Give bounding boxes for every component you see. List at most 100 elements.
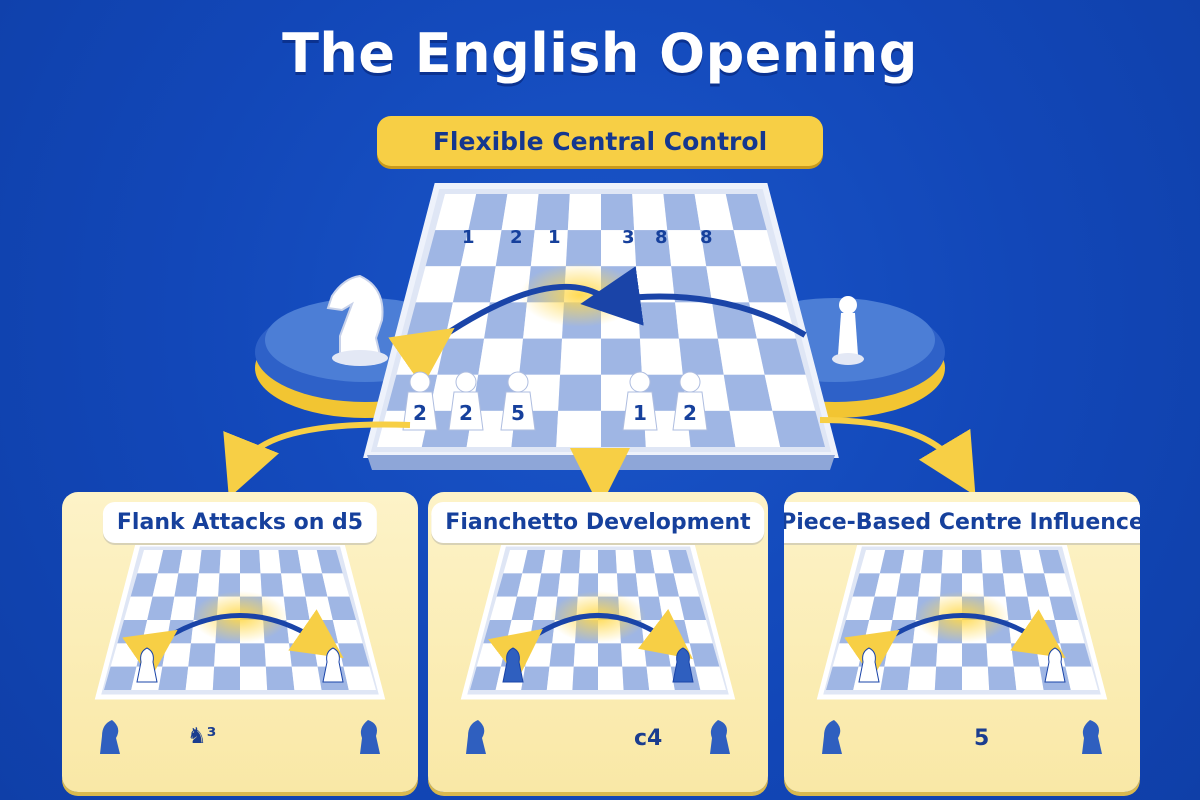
- board-square: [982, 573, 1006, 597]
- board-square: [987, 666, 1017, 690]
- board-square: [198, 550, 221, 574]
- board-square: [452, 266, 496, 303]
- board-square: [516, 573, 542, 597]
- connector-left: [223, 421, 411, 498]
- board-square: [717, 338, 765, 375]
- mini-piece: [672, 647, 694, 683]
- board-square: [962, 550, 983, 574]
- board-square: [218, 573, 240, 597]
- mini-arrow: [844, 609, 1066, 679]
- board-square: [525, 643, 553, 667]
- board-square: [634, 230, 672, 267]
- board-square: [484, 302, 527, 339]
- board-square: [620, 643, 647, 667]
- board-square: [668, 550, 693, 574]
- panel-label: Flank Attacks on d5: [102, 502, 378, 543]
- board-square: [572, 666, 598, 690]
- mini-arrow: [487, 608, 693, 680]
- rank-digit: 3: [622, 227, 635, 248]
- board-square: [725, 194, 767, 231]
- pawn-piece: 2: [672, 371, 708, 431]
- board-square: [639, 338, 683, 375]
- board-square: [635, 573, 659, 597]
- board-square: [338, 643, 370, 667]
- mini-board-1: [94, 541, 386, 754]
- board-square: [962, 643, 988, 667]
- board-square: [700, 230, 742, 267]
- board-square: [519, 338, 563, 375]
- board-square: [1060, 643, 1092, 667]
- board-square: [638, 302, 679, 339]
- panel-note-text: ♞³: [187, 724, 217, 749]
- page-title: The English Opening: [282, 22, 918, 85]
- board-square: [615, 550, 636, 574]
- board-square: [1011, 643, 1040, 667]
- board-square: [534, 194, 570, 231]
- board-square: [764, 374, 816, 411]
- board-square: [962, 573, 984, 597]
- board-square: [214, 643, 240, 667]
- board-square: [962, 666, 990, 690]
- board-square: [852, 573, 880, 597]
- rank-digit: 8: [655, 227, 668, 248]
- board-square: [934, 666, 962, 690]
- mini-piece: [136, 647, 158, 683]
- knight-icon: [360, 720, 380, 754]
- board-square: [503, 550, 528, 574]
- board-square: [694, 194, 734, 231]
- board-square: [495, 230, 535, 267]
- board-square: [1065, 666, 1098, 690]
- board-square: [896, 573, 921, 597]
- board-square: [546, 666, 574, 690]
- board-square: [706, 266, 750, 303]
- board-square: [549, 643, 576, 667]
- board-square: [178, 550, 202, 574]
- board-square: [907, 666, 937, 690]
- board-square: [260, 573, 284, 597]
- board-square: [667, 230, 707, 267]
- mini-arrow: [122, 609, 344, 679]
- board-square: [567, 194, 601, 231]
- board-square: [941, 550, 962, 574]
- rank-digit: 1: [548, 227, 561, 248]
- panel-label: Fianchetto Development: [431, 502, 765, 543]
- board-square: [874, 573, 901, 597]
- board-square: [278, 550, 302, 574]
- mini-board-2: [460, 541, 736, 754]
- board-square: [859, 550, 886, 574]
- board-square: [695, 666, 726, 690]
- pawn-digit: 1: [633, 401, 647, 425]
- board-square: [560, 550, 581, 574]
- board-square: [541, 550, 563, 574]
- board-square: [468, 194, 508, 231]
- board-square: [579, 550, 598, 574]
- pawn-piece: 5: [500, 371, 536, 431]
- pawn-piece: 1: [622, 371, 658, 431]
- board-square: [174, 573, 199, 597]
- board-square: [723, 374, 773, 411]
- board-square: [741, 266, 787, 303]
- mini-piece: [1044, 647, 1066, 683]
- board-square: [601, 194, 635, 231]
- board-square: [240, 550, 261, 574]
- mini-board-3: [816, 541, 1108, 754]
- board-square: [522, 550, 546, 574]
- knight-icon: [326, 274, 388, 366]
- board-square: [297, 550, 323, 574]
- board-square: [729, 410, 781, 447]
- subtitle-text: Flexible Central Control: [432, 126, 768, 156]
- board-square: [601, 338, 642, 375]
- board-square: [437, 338, 485, 375]
- board-square: [879, 550, 905, 574]
- board-square: [940, 573, 962, 597]
- board-square: [558, 374, 601, 411]
- board-square: [343, 666, 376, 690]
- board-square: [598, 666, 624, 690]
- board-square: [910, 643, 938, 667]
- board-square: [316, 550, 343, 574]
- board-square: [557, 573, 580, 597]
- board-square: [158, 666, 189, 690]
- board-square: [900, 550, 924, 574]
